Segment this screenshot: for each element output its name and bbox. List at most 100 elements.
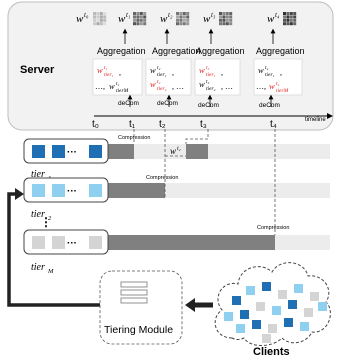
svg-text:,: , <box>280 68 282 77</box>
aggregation-label-3: Aggregation <box>196 46 245 56</box>
clients-cloud <box>214 262 331 346</box>
client-square-15 <box>268 324 277 333</box>
svg-text:,: , <box>119 68 121 77</box>
client-square-4 <box>294 284 303 293</box>
svg-text:tier₂: tier₂ <box>206 86 216 92</box>
weight-grid-icon-0 <box>93 12 107 26</box>
time-mark-t3: t₃ <box>200 119 207 130</box>
tier2-label: tier 2 <box>31 209 52 222</box>
clients-arrowhead <box>185 298 195 312</box>
svg-text:t₁: t₁ <box>116 81 120 87</box>
server-weight-t0: w t₀ <box>76 11 89 25</box>
svg-text:tier₁: tier₁ <box>206 72 216 78</box>
svg-text:···: ··· <box>67 186 77 197</box>
decom-arrows <box>127 94 274 107</box>
tier1-track <box>108 144 330 159</box>
compression-label-1: Compression <box>118 135 150 141</box>
svg-text:t₂: t₂ <box>157 79 161 85</box>
svg-text:, …: , … <box>172 82 184 91</box>
server-title: Server <box>20 64 55 76</box>
tiering-feedback-arrowhead <box>15 188 24 200</box>
time-mark-t1: t₁ <box>129 119 136 130</box>
svg-text:,: , <box>172 68 174 77</box>
vertical-ellipsis: ⋮ <box>40 215 52 229</box>
client-square-16 <box>284 318 293 327</box>
server-weight-box-1: w t₁ tier₁ , …, w t₁ tierM <box>92 58 143 96</box>
timeline-guides <box>133 129 276 235</box>
server-weight-t3: w t₃ <box>203 11 216 25</box>
weight-grid-icon-4 <box>283 12 297 26</box>
svg-text:w: w <box>267 13 275 25</box>
client-square-18 <box>262 334 271 343</box>
weight-grid-icons <box>93 12 297 26</box>
svg-text:w: w <box>269 81 275 91</box>
tier1-bar-1 <box>108 144 134 159</box>
svg-text:tier: tier <box>31 209 45 220</box>
svg-text:w: w <box>258 65 264 75</box>
svg-text:w: w <box>170 146 176 156</box>
svg-text:w: w <box>150 65 156 75</box>
server-weight-box-3: w t₃ tier₁ , w t₃ tier₂ , … <box>194 58 241 96</box>
client-square-12 <box>318 302 327 311</box>
client-square-7 <box>240 310 249 319</box>
svg-text:w: w <box>118 13 126 25</box>
svg-text:tierM: tierM <box>276 88 289 94</box>
svg-text:t₂: t₂ <box>177 146 181 152</box>
svg-text:w: w <box>97 65 103 75</box>
time-mark-t2: t₂ <box>159 119 166 130</box>
svg-text:tier₁: tier₁ <box>104 72 114 78</box>
tierM-bar <box>108 235 275 250</box>
tiering-feedback-arrow <box>7 192 100 307</box>
svg-text:,: , <box>221 68 223 77</box>
svg-text:t₁: t₁ <box>104 65 108 71</box>
svg-text:tier: tier <box>31 262 45 273</box>
svg-text:w: w <box>160 13 168 25</box>
client-square-1 <box>246 286 255 295</box>
tiering-module: Tiering Module <box>99 270 183 345</box>
tierM-group: ··· <box>23 229 109 255</box>
decom-label-3: deCom <box>198 102 219 109</box>
server-weight-t1: w t₁ <box>118 11 130 25</box>
svg-text:2: 2 <box>48 215 52 222</box>
server-weight-t2: w t₂ <box>160 11 173 25</box>
server-weight-t4: w t₄ <box>267 11 280 25</box>
svg-text:t₂: t₂ <box>157 65 161 71</box>
client-square-11 <box>304 308 313 317</box>
decom-label-1: deCom <box>118 100 139 107</box>
svg-text:t₄: t₄ <box>276 81 280 87</box>
svg-text:tierM: tierM <box>116 88 129 94</box>
svg-text:tier: tier <box>31 169 45 180</box>
client-square-17 <box>300 322 309 331</box>
compression-label-3: Compression <box>257 225 289 231</box>
aggregation-label-2: Aggregation <box>152 46 201 56</box>
client-square-2 <box>262 282 271 291</box>
svg-text:t₃: t₃ <box>211 11 216 19</box>
svg-text:w: w <box>76 13 84 25</box>
tier1-bar-2 <box>186 144 208 159</box>
aggregation-arrows <box>122 28 276 44</box>
svg-text:t₃: t₃ <box>206 65 210 71</box>
compression-label-2: Compression <box>146 175 178 181</box>
svg-text:t₂: t₂ <box>168 11 173 19</box>
svg-text:tier₁: tier₁ <box>157 72 167 78</box>
weight-grid-icon-3 <box>219 12 233 26</box>
client-square-14 <box>252 320 261 329</box>
svg-text:t₃: t₃ <box>206 79 210 85</box>
client-square-6 <box>224 312 233 321</box>
svg-text:w: w <box>203 13 211 25</box>
client-square-13 <box>236 324 245 333</box>
server-weight-box-2: w t₂ tier₁ , w t₂ tier₂ , … <box>145 58 192 96</box>
svg-text:t₀: t₀ <box>84 11 89 19</box>
svg-text:w: w <box>109 81 115 91</box>
time-mark-t0: t₀ <box>92 119 99 130</box>
aggregation-label-1: Aggregation <box>97 46 146 56</box>
clients-label: Clients <box>253 346 290 358</box>
svg-text:w: w <box>199 65 205 75</box>
svg-text:w: w <box>199 79 205 89</box>
tiering-module-label: Tiering Module <box>104 324 173 336</box>
client-square-0 <box>232 296 241 305</box>
client-square-3 <box>278 290 287 299</box>
weight-grid-icon-2 <box>176 12 190 26</box>
server-weight-box-4: w t₄ tier₁ , …, w t₄ tierM <box>253 58 303 96</box>
